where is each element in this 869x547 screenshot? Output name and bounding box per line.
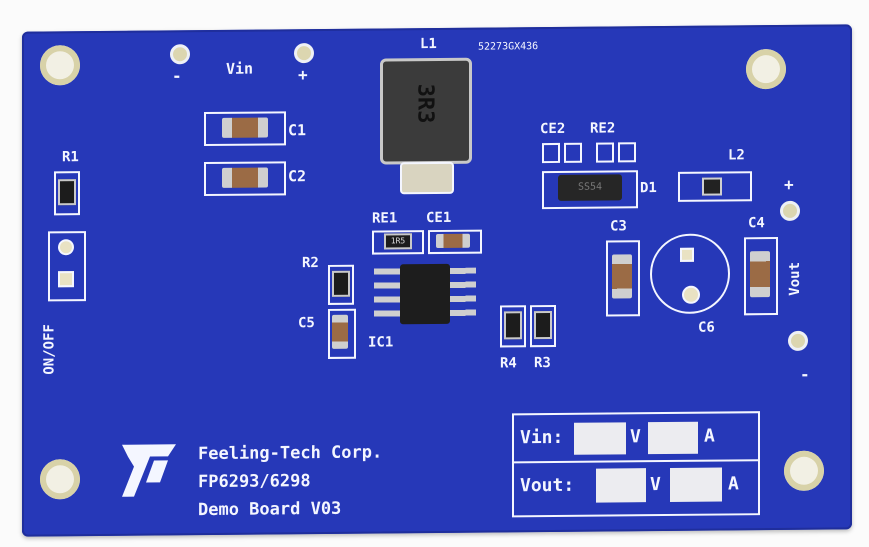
ic1-pins-left — [374, 268, 400, 323]
on-off-label: ON/OFF — [41, 324, 58, 375]
measurement-table: Vin: V A Vout: V A — [512, 411, 760, 518]
board-revision: Demo Board V03 — [198, 498, 342, 521]
company-name: Feeling-Tech Corp. — [198, 442, 383, 465]
table-vout-v-unit: V — [650, 474, 661, 496]
vin-current-blank — [648, 421, 698, 455]
re2-pad-a — [596, 142, 614, 163]
re2-pad-b — [618, 142, 636, 163]
resistor-r4 — [504, 311, 522, 340]
resistor-re1: 1R5 — [384, 233, 412, 250]
mounting-hole-top-left — [40, 45, 80, 86]
c6-label: C6 — [698, 319, 715, 336]
re2-label: RE2 — [590, 120, 616, 137]
l2-label: L2 — [728, 147, 745, 164]
serial-number: 52273GX436 — [478, 41, 539, 53]
vout-plus-terminal — [780, 200, 800, 222]
ce2-pad-a — [542, 142, 560, 164]
capacitor-c1 — [222, 117, 268, 138]
part-number: FP6293/6298 — [198, 471, 311, 493]
capacitor-c5 — [332, 314, 348, 349]
ce1-label: CE1 — [426, 209, 452, 227]
c3-label: C3 — [610, 218, 627, 235]
table-divider — [514, 459, 758, 464]
vout-plus-label: + — [784, 174, 794, 194]
vin-minus-label: - — [172, 66, 182, 86]
c1-label: C1 — [288, 121, 307, 140]
pcb-board: 52273GX436 - Vin + L1 3R3 C1 C2 R1 ON/OF… — [22, 24, 852, 537]
r3-label: R3 — [534, 355, 551, 372]
d1-label: D1 — [640, 180, 657, 197]
re1-label: RE1 — [372, 210, 398, 227]
ic1-label: IC1 — [368, 334, 394, 351]
vin-label: Vin — [226, 59, 254, 78]
r1-label: R1 — [62, 149, 79, 166]
table-vout-label: Vout: — [520, 474, 575, 497]
r2-label: R2 — [302, 255, 319, 272]
inductor-l1-lead — [400, 161, 454, 195]
c2-label: C2 — [288, 167, 307, 186]
feeling-tech-logo-icon — [122, 444, 176, 497]
jumper-pin-2 — [58, 271, 74, 288]
l1-label: L1 — [420, 36, 437, 53]
mounting-hole-bottom-right — [784, 450, 824, 491]
mounting-hole-bottom-left — [40, 459, 80, 500]
ic1-chip — [400, 263, 450, 325]
diode-d1: SS54 — [558, 174, 622, 201]
ic1-pins-right — [450, 267, 476, 322]
table-vout-a-unit: A — [728, 473, 739, 495]
c4-label: C4 — [748, 215, 765, 232]
vout-label: Vout — [786, 261, 803, 296]
vout-minus-label: - — [800, 364, 810, 384]
vin-plus-terminal — [294, 43, 314, 64]
ce2-pad-b — [564, 142, 582, 163]
table-vin-a-unit: A — [704, 425, 715, 447]
c6-pad-square — [680, 247, 694, 262]
resistor-r3 — [534, 310, 552, 340]
r4-label: R4 — [500, 355, 517, 372]
c6-pad-round — [682, 285, 700, 304]
capacitor-c4 — [750, 251, 770, 298]
inductor-l1: 3R3 — [380, 57, 472, 165]
resistor-r2 — [332, 270, 350, 297]
ce2-label: CE2 — [540, 120, 566, 138]
vin-plus-label: + — [298, 65, 308, 85]
table-vin-v-unit: V — [630, 426, 641, 448]
mounting-hole-top-right — [746, 48, 786, 90]
table-vin-label: Vin: — [520, 426, 564, 449]
capacitor-ce1 — [436, 233, 470, 249]
c5-label: C5 — [298, 315, 315, 332]
inductor-l2 — [702, 177, 722, 196]
vout-voltage-blank — [596, 468, 646, 503]
vout-current-blank — [670, 467, 722, 502]
diode-marking: SS54 — [577, 181, 603, 193]
capacitor-c2 — [222, 167, 268, 188]
vout-minus-terminal — [788, 330, 808, 351]
inductor-marking: 3R3 — [412, 83, 438, 124]
vin-minus-terminal — [170, 44, 190, 65]
jumper-pin-1 — [58, 239, 74, 256]
vin-voltage-blank — [574, 422, 626, 455]
resistor-r1 — [58, 179, 76, 206]
capacitor-c3 — [612, 254, 632, 299]
